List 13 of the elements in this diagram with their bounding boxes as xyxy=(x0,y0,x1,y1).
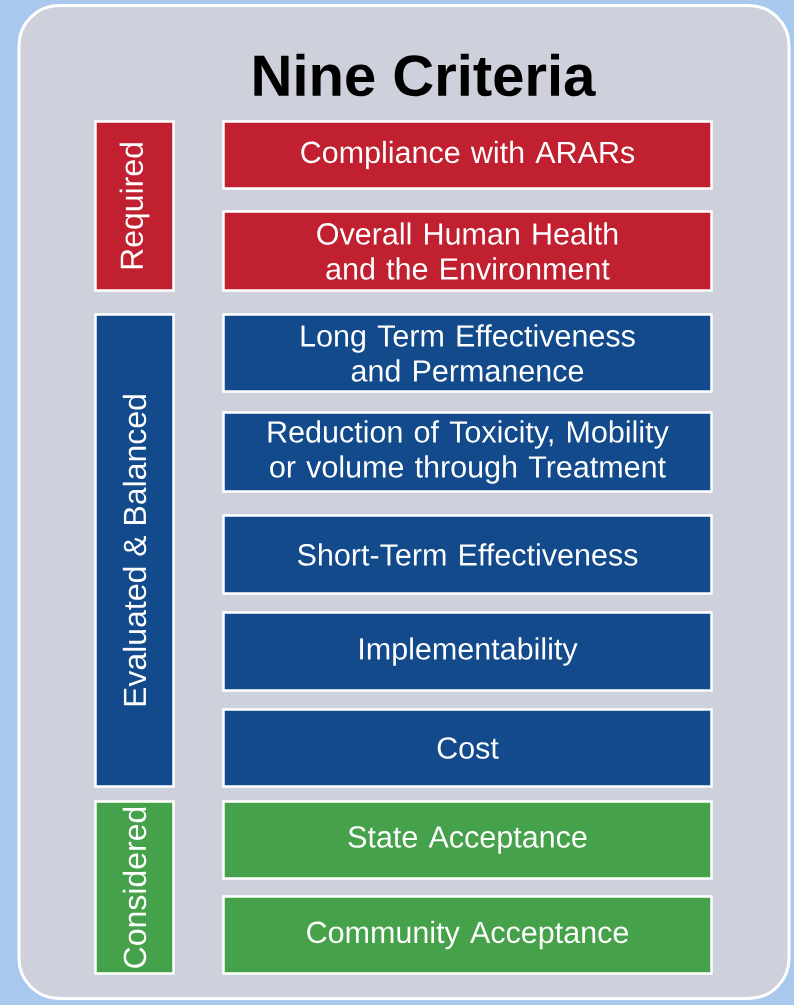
category-bar: Required xyxy=(94,120,175,292)
criterion-box: Compliance with ARARs xyxy=(222,120,713,190)
criterion-box: Cost xyxy=(222,708,713,788)
title: Nine Criteria xyxy=(254,53,596,97)
criterion-box: Overall Human Health and the Environment xyxy=(222,210,713,292)
category-bar: Considered xyxy=(94,800,175,975)
criterion-box: Implementability xyxy=(222,611,713,692)
criterion-box: Community Acceptance xyxy=(222,895,713,975)
criterion-box: Short-Term Effectiveness xyxy=(222,514,713,595)
criterion-box: State Acceptance xyxy=(222,800,713,880)
criterion-box: Long Term Effectiveness and Permanence xyxy=(222,313,713,393)
category-bar: Evaluated & Balanced xyxy=(94,313,175,788)
criterion-box: Reduction of Toxicity, Mobility or volume through Treatment xyxy=(222,411,713,493)
